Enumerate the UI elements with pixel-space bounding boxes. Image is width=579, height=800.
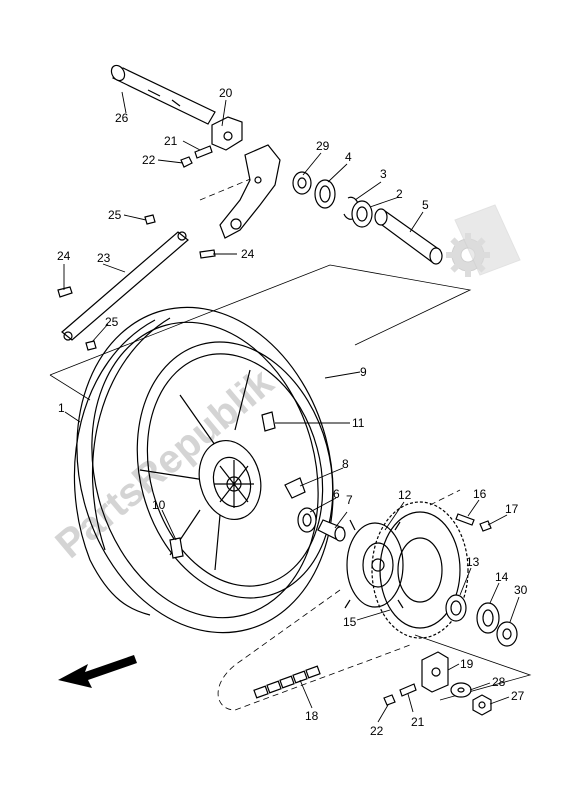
damper-bolt [284,477,306,499]
callout-22-upper: 22 [142,153,156,167]
callout-25-lower: 25 [105,315,119,329]
callout-30: 30 [514,583,528,597]
callout-24-right: 24 [241,247,255,261]
callout-9: 9 [360,365,367,379]
callout-18: 18 [305,709,319,723]
oil-seal-14 [476,602,500,634]
callout-19: 19 [460,657,474,671]
sprocket-bolt [455,513,475,526]
sprocket-nut [479,520,492,532]
spacer-7 [317,519,346,542]
wheel-hub [198,439,262,521]
tire-valve [169,537,184,559]
callout-27: 27 [511,689,525,703]
tire [73,306,334,634]
callout-11: 11 [352,416,365,430]
callout-28: 28 [492,675,506,689]
callout-21-upper: 21 [164,134,178,148]
adjuster-nut [180,156,193,168]
washer [450,682,472,698]
callout-10: 10 [152,498,166,512]
callout-20: 20 [219,86,233,100]
callout-labels: 1 2 3 4 5 6 7 8 9 10 11 12 13 14 15 16 1… [57,86,528,738]
callout-6: 6 [333,487,340,501]
clutch-hub [344,519,404,609]
caliper-bracket [219,144,281,239]
callout-14: 14 [495,570,509,584]
front-arrow-icon [58,655,137,688]
axle [110,64,216,125]
spacer-5 [374,208,443,265]
bearing-13 [445,594,467,622]
callout-24-left: 24 [57,249,71,263]
callout-12: 12 [398,488,412,502]
drive-chain [217,589,411,711]
rear-sprocket [371,489,469,639]
damper [261,411,276,432]
adjuster-block-lower [421,651,449,693]
bearing-6 [297,507,317,533]
bearing-2 [351,200,373,228]
callout-3: 3 [380,167,387,181]
torque-rod-bolt-front [57,286,73,298]
adjuster-bolt-lower [399,683,417,697]
callout-26: 26 [115,111,129,125]
callout-13: 13 [466,555,480,569]
callout-21-lower: 21 [411,715,425,729]
torque-rod-nut-lower [85,340,97,351]
callout-2: 2 [396,187,403,201]
collar-30 [496,621,518,647]
callout-25-upper: 25 [108,208,122,222]
callout-22-lower: 22 [370,724,384,738]
oil-seal [314,179,336,209]
axle-nut [472,694,492,716]
callout-5: 5 [422,198,429,212]
callout-4: 4 [345,150,352,164]
callout-7: 7 [346,493,353,507]
torque-rod-bolt-rear [199,249,216,259]
wheel-rim [136,341,334,599]
callout-29: 29 [316,139,330,153]
adjuster-nut-lower [383,694,396,706]
torque-rod-nut-upper [144,214,156,225]
callout-16: 16 [473,487,487,501]
collar [292,171,312,195]
adjuster-block [211,116,243,151]
callout-8: 8 [342,457,349,471]
leader-lines [63,91,520,723]
torque-rod [61,231,189,341]
callout-1: 1 [58,401,65,415]
callout-17: 17 [505,502,519,516]
callout-23: 23 [97,251,111,265]
callout-15: 15 [343,615,357,629]
adjuster-bolt [194,145,213,159]
